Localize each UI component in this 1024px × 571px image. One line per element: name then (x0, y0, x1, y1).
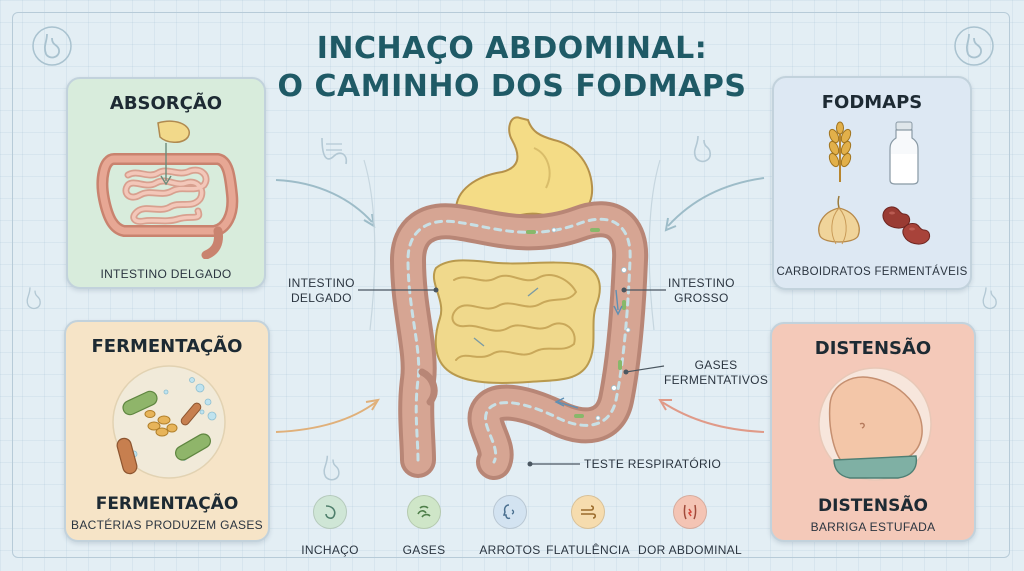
intestine-illustration (96, 120, 239, 259)
distensao-subheading: DISTENSÃO (818, 496, 928, 516)
outer-frame (12, 12, 1010, 558)
onion-icon (818, 195, 860, 245)
distensao-caption: BARRIGA ESTUFADA (810, 520, 936, 534)
bloated-belly-illustration (818, 367, 932, 481)
distensao-card: DISTENSÃO DISTENSÃO BARRIGA ESTUFADA (770, 322, 976, 542)
symptom-inchaco: INCHAÇO (301, 495, 358, 557)
title-line-2: O CAMINHO DOS FODMAPS (277, 69, 747, 104)
abdominal-pain-icon (673, 495, 707, 529)
symptom-label: GASES (402, 543, 446, 557)
label-breath-test: TESTE RESPIRATÓRIO (584, 457, 722, 471)
burp-icon (493, 495, 527, 529)
label-fermentative-gases: GASES FERMENTATIVOS (664, 358, 769, 387)
fermentacao-caption: BACTÉRIAS PRODUZEM GASES (71, 518, 263, 532)
stomach-outline-icon (693, 135, 711, 163)
intestine-outline-icon (321, 137, 348, 165)
beans-icon (882, 206, 931, 245)
label-large-intestine: INTESTINO GROSSO (668, 276, 735, 305)
fermentacao-heading: FERMENTAÇÃO (91, 336, 243, 357)
label-small-intestine: INTESTINO DELGADO (288, 276, 355, 305)
symptom-label: FLATULÊNCIA (546, 543, 630, 557)
stomach-outline-icon (982, 287, 997, 310)
symptom-label: ARROTOS (479, 543, 541, 557)
absorcao-heading: ABSORÇÃO (109, 93, 223, 114)
fermentacao-subheading: FERMENTAÇÃO (95, 494, 239, 514)
symptom-gases: GASES (396, 495, 452, 557)
stomach-outline-icon (26, 287, 41, 310)
symptom-label: INCHAÇO (301, 543, 359, 557)
fermentacao-card: FERMENTAÇÃO FERMENTAÇÃO BACTÉRIAS PRODUZ… (64, 320, 270, 542)
page-title: INCHAÇO ABDOMINAL: O CAMINHO DOS FODMAPS (262, 30, 762, 106)
absorcao-card: ABSORÇÃO INTESTINO DELGADO (66, 77, 266, 289)
stomach-outline-icon (32, 26, 72, 66)
stomach-outline-icon (954, 26, 994, 66)
fodmaps-caption: CARBOIDRATOS FERMENTÁVEIS (776, 266, 968, 278)
bacteria-illustration (112, 365, 226, 479)
fodmaps-card: FODMAPS CARBOIDRATOS FERMENTÁVEIS (772, 76, 972, 290)
absorcao-caption: INTESTINO DELGADO (100, 267, 232, 281)
symptom-dor-abdominal: DOR ABDOMINAL (638, 495, 742, 557)
stomach-outline-icon (323, 455, 340, 481)
distensao-heading: DISTENSÃO (814, 338, 932, 359)
symptom-flatulencia: FLATULÊNCIA (546, 495, 630, 557)
symptom-arrotos: ARROTOS (479, 495, 540, 557)
milk-bottle-icon (889, 121, 919, 185)
flatulence-icon (571, 495, 605, 529)
gas-icon (407, 495, 441, 529)
fodmaps-heading: FODMAPS (821, 92, 923, 113)
bloating-icon (313, 495, 347, 529)
wheat-icon (828, 121, 852, 182)
digestive-system-illustration (390, 116, 649, 480)
symptom-label: DOR ABDOMINAL (638, 543, 742, 557)
title-line-1: INCHAÇO ABDOMINAL: (316, 31, 708, 66)
